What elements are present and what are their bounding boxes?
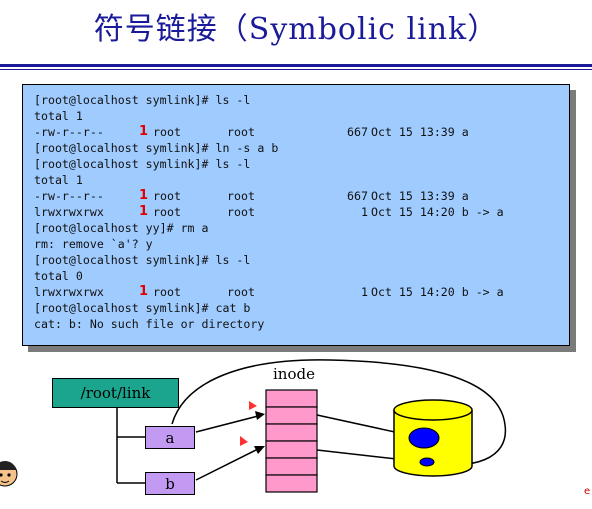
file-a-box: a (145, 426, 195, 449)
link-count: 1 (139, 284, 149, 299)
terminal-line: [root@localhost symlink]# ls -l (34, 92, 569, 108)
inode-cell (265, 440, 318, 459)
link-count: 1 (139, 204, 149, 219)
file-size: 1 (361, 285, 368, 299)
terminal-line: [root@localhost symlink]# cat b (34, 300, 569, 316)
red-marker-a (249, 401, 257, 410)
file-size: 667 (347, 189, 368, 203)
link-count: 1 (139, 188, 149, 203)
file-group: root (227, 285, 255, 299)
slide-title: 符号链接（Symbolic link） (93, 12, 499, 47)
terminal-line: [root@localhost symlink]# ln -s a b (34, 140, 569, 156)
terminal-text: cat: b: No such file or directory (34, 317, 265, 331)
terminal-text: [root@localhost yy]# rm a (34, 221, 209, 235)
terminal-text: total 1 (34, 173, 83, 187)
terminal-line: total 1 (34, 172, 569, 188)
terminal-text: [root@localhost symlink]# ls -l (34, 253, 251, 267)
file-permissions: -rw-r--r-- (34, 189, 104, 203)
title-rule-thick (0, 64, 592, 67)
terminal-line: [root@localhost symlink]# ls -l (34, 252, 569, 268)
corner-page-mark: e (584, 486, 591, 497)
file-owner: root (153, 285, 181, 299)
terminal-line: cat: b: No such file or directory (34, 316, 569, 332)
directory-root-link-box: /root/link (52, 378, 179, 408)
terminal-line: [root@localhost symlink]# ls -l (34, 156, 569, 172)
terminal-line: [root@localhost yy]# rm a (34, 220, 569, 236)
file-permissions: -rw-r--r-- (34, 125, 104, 139)
terminal-text: [root@localhost symlink]# ln -s a b (34, 141, 279, 155)
file-date-name: Oct 15 13:39 a (371, 189, 469, 203)
link-count: 1 (139, 124, 149, 139)
file-date-name: Oct 15 14:20 b -> a (371, 205, 504, 219)
terminal-text: [root@localhost symlink]# ls -l (34, 157, 251, 171)
arrow-a-head (255, 411, 265, 420)
terminal-text: [root@localhost symlink]# cat b (34, 301, 251, 315)
disk-top (393, 399, 473, 421)
disk-cylinder (393, 399, 473, 477)
symlink-path-arc (171, 359, 507, 466)
terminal-line: rm: remove `a'? y (34, 236, 569, 252)
arrow-b-to-inode (195, 446, 263, 481)
data-block-large (408, 427, 440, 449)
file-group: root (227, 125, 255, 139)
arrow-b-head (254, 446, 265, 454)
file-group: root (227, 205, 255, 219)
file-group: root (227, 189, 255, 203)
terminal-line: total 0 (34, 268, 569, 284)
inode-cell (265, 474, 318, 493)
inode-cell (265, 406, 318, 425)
file-permissions: lrwxrwxrwx (34, 205, 104, 219)
inode-cell (265, 423, 318, 442)
data-block-small (419, 457, 435, 467)
mascot-face-icon (0, 461, 18, 487)
file-owner: root (153, 205, 181, 219)
terminal-text: [root@localhost symlink]# ls -l (34, 93, 251, 107)
inode-cell (265, 457, 318, 476)
inode-cell (265, 389, 318, 408)
terminal-text: total 0 (34, 269, 83, 283)
arrow-inode-to-block1 (316, 414, 405, 435)
inode-table (265, 389, 318, 493)
file-b-box: b (145, 472, 195, 495)
file-date-name: Oct 15 13:39 a (371, 125, 469, 139)
file-permissions: lrwxrwxrwx (34, 285, 104, 299)
arrow-a-to-inode (195, 414, 263, 433)
terminal-text: total 1 (34, 109, 83, 123)
file-owner: root (153, 125, 181, 139)
file-size: 1 (361, 205, 368, 219)
file-owner: root (153, 189, 181, 203)
title-rule-thin (0, 69, 592, 70)
file-size: 667 (347, 125, 368, 139)
file-date-name: Oct 15 14:20 b -> a (371, 285, 504, 299)
inode-label: inode (273, 365, 315, 383)
terminal-line: total 1 (34, 108, 569, 124)
red-marker-b (240, 436, 248, 446)
terminal-text: rm: remove `a'? y (34, 237, 153, 251)
